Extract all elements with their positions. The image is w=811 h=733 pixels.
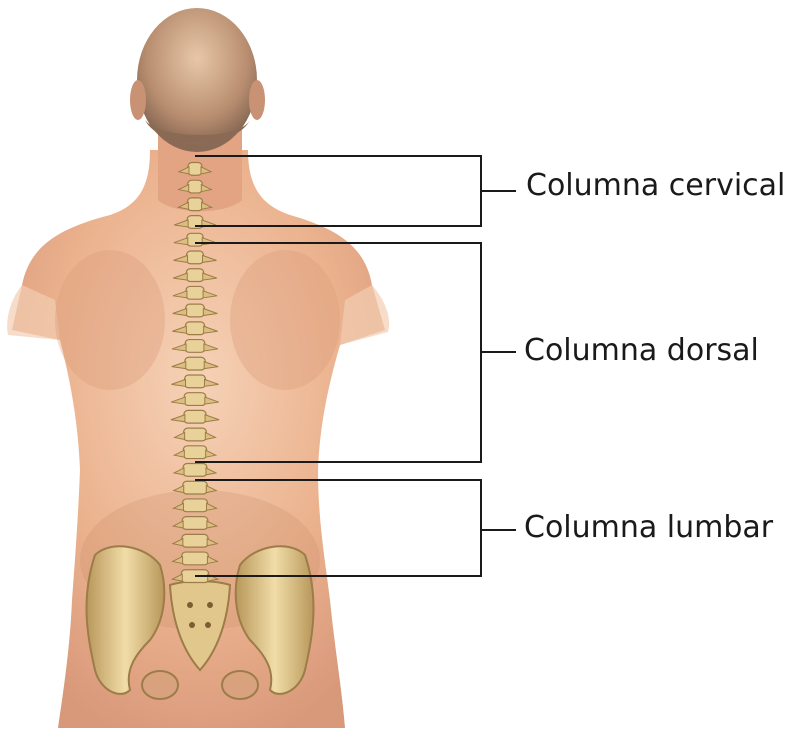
- vertebra: [182, 499, 207, 512]
- vertebra: [185, 375, 206, 388]
- vertebra: [186, 269, 204, 282]
- vertebra: [185, 340, 205, 353]
- vertebra: [187, 233, 203, 246]
- vertebra: [184, 428, 207, 441]
- label-dorsal-spine: Columna dorsal: [524, 336, 759, 366]
- vertebra: [186, 304, 205, 317]
- right-scapula-shadow: [230, 250, 340, 390]
- vertebra: [182, 552, 209, 565]
- vertebra: [187, 198, 202, 211]
- vertebra: [184, 410, 206, 423]
- vertebra: [184, 393, 206, 406]
- vertebra: [188, 180, 203, 193]
- right-ear: [249, 80, 265, 120]
- vertebra: [185, 322, 204, 335]
- vertebra: [185, 357, 205, 370]
- label-lumbar-spine: Columna lumbar: [524, 513, 773, 543]
- vertebra: [183, 464, 207, 477]
- vertebra: [183, 481, 208, 494]
- vertebra: [186, 286, 204, 299]
- vertebra: [188, 162, 202, 175]
- vertebra: [182, 534, 208, 547]
- left-ear: [130, 80, 146, 120]
- left-scapula-shadow: [55, 250, 165, 390]
- vertebra: [187, 251, 204, 264]
- vertebra: [182, 517, 208, 530]
- vertebra: [183, 446, 206, 459]
- label-cervical-spine: Columna cervical: [526, 171, 785, 201]
